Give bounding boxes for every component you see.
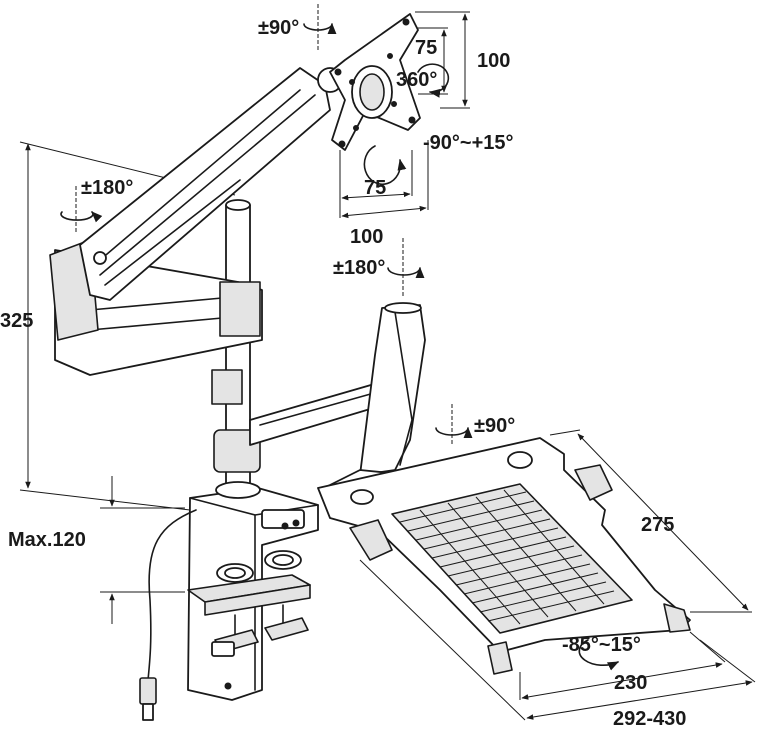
dimension-lines xyxy=(19,11,756,721)
label-vesa-75-vertical: 75 xyxy=(415,37,437,59)
desk-clamp xyxy=(139,487,319,721)
label-tray-width-range: 292-430 xyxy=(613,708,686,730)
support-pole xyxy=(211,199,261,499)
label-rotate-360: 360° xyxy=(396,69,437,91)
rotation-symbols xyxy=(60,4,620,671)
label-tray-width-230: 230 xyxy=(614,672,647,694)
label-tilt-tray: ±90° xyxy=(474,415,515,437)
label-tilt-range: -90°~+15° xyxy=(423,132,514,154)
label-tilt-top: ±90° xyxy=(258,17,299,39)
label-vesa-100-vertical: 100 xyxy=(477,50,510,72)
label-tray-tilt: -85°~15° xyxy=(562,634,641,656)
labels: ±90° 75 100 360° -90°~+15° ±180° 75 100 … xyxy=(0,17,686,730)
label-vesa-75-horizontal: 75 xyxy=(364,177,386,199)
label-swivel-mid: ±180° xyxy=(333,257,385,279)
label-swivel-arm: ±180° xyxy=(81,177,133,199)
monitor-arm xyxy=(49,67,343,376)
laptop-tray xyxy=(317,437,691,675)
label-tray-depth: 275 xyxy=(641,514,674,536)
label-vesa-100-horizontal: 100 xyxy=(350,226,383,248)
label-clamp-max: Max.120 xyxy=(8,529,86,551)
vesa-plate xyxy=(329,13,421,151)
label-height-325: 325 xyxy=(0,310,33,332)
